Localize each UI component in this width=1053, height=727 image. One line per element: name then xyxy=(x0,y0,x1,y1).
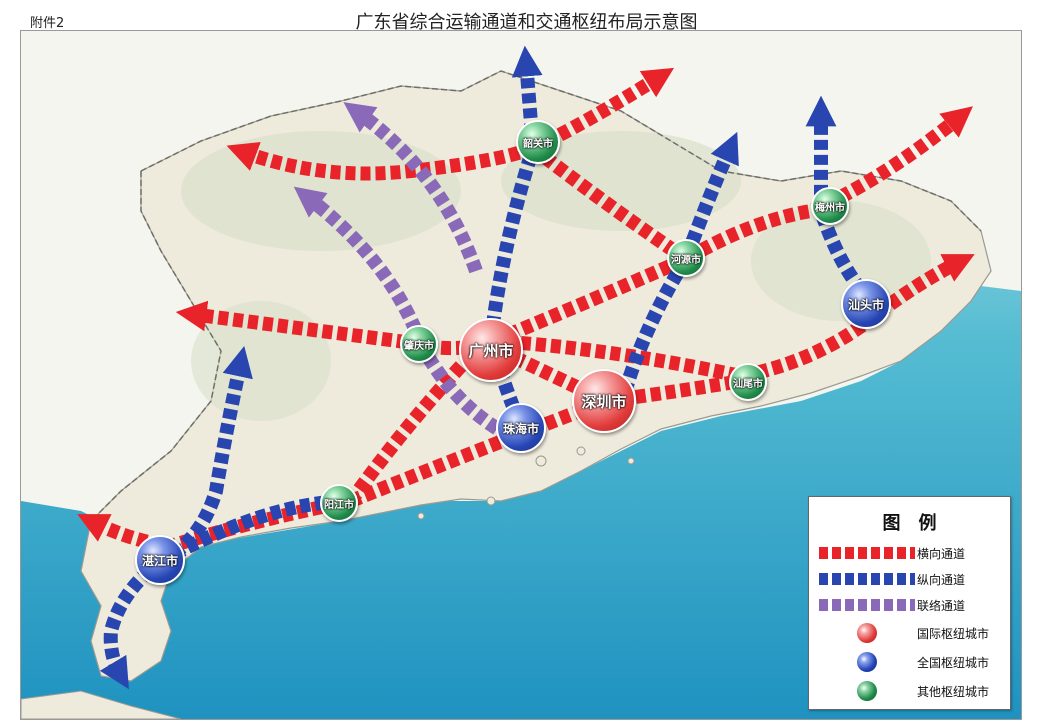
hill-shade xyxy=(181,131,461,251)
legend-label: 国际枢纽城市 xyxy=(917,626,990,641)
city-shaoguan[interactable]: 韶关市 xyxy=(516,120,560,164)
corridor-guangzhou-meizhou xyxy=(478,106,973,353)
map-title: 广东省综合运输通道和交通枢纽布局示意图 xyxy=(355,12,698,33)
corridor-shantou-meizhou xyxy=(805,95,877,306)
corridor-guangzhou-shantou xyxy=(520,254,975,384)
city-meizhou[interactable]: 梅州市 xyxy=(811,187,849,225)
international-hub-icon xyxy=(857,623,877,643)
connector-zhaoqing-zhuhai xyxy=(414,340,505,438)
city-shenzhen[interactable]: 深圳市 xyxy=(572,369,636,433)
legend-title: 图例 xyxy=(882,513,955,534)
attachment-label: 附件2 xyxy=(30,16,65,31)
legend-label: 横向通道 xyxy=(917,546,966,561)
city-yangjiang[interactable]: 阳江市 xyxy=(320,484,358,522)
city-shantou[interactable]: 汕头市 xyxy=(841,279,891,329)
city-shanwei[interactable]: 汕尾市 xyxy=(729,363,767,401)
national-hub-icon xyxy=(857,652,877,672)
city-heyuan[interactable]: 河源市 xyxy=(667,239,705,277)
map-canvas xyxy=(21,31,1021,719)
city-zhaoqing[interactable]: 肇庆市 xyxy=(400,325,438,363)
other-hub-icon xyxy=(857,681,877,701)
connector-zhaoqing-north xyxy=(293,186,428,347)
legend-label: 纵向通道 xyxy=(917,572,966,587)
corridor-guangzhou-west xyxy=(175,300,482,356)
hill-shade xyxy=(501,131,741,231)
legend-row-horizontal: 横向通道 xyxy=(817,541,1002,565)
islands xyxy=(417,446,635,520)
legend-label: 联络通道 xyxy=(917,598,966,613)
legend-row-other-hub: 其他枢纽城市 xyxy=(817,679,1002,703)
corridor-yangjiang-zhanjiang xyxy=(77,494,353,554)
province-border xyxy=(90,171,222,522)
city-zhuhai[interactable]: 珠海市 xyxy=(496,403,546,453)
map-legend: 图例 横向通道 纵向通道 联络通道 国际枢纽城市 全国枢纽城市 其他枢纽城市 xyxy=(808,496,1011,710)
legend-label: 全国枢纽城市 xyxy=(917,655,990,670)
city-guangzhou[interactable]: 广州市 xyxy=(459,318,523,382)
legend-row-vertical: 纵向通道 xyxy=(817,567,1002,591)
corridor-shaoguan-northeast xyxy=(530,67,675,155)
corridor-zhanjiang-north xyxy=(157,345,253,568)
corridor-yangjiang-shenzhen xyxy=(348,394,609,508)
vertical-corridor-swatch xyxy=(819,573,915,585)
hainan-land xyxy=(21,690,182,719)
legend-row-connector: 联络通道 xyxy=(817,593,1002,617)
horizontal-corridor-swatch xyxy=(819,547,915,559)
legend-row-national-hub: 全国枢纽城市 xyxy=(817,650,1002,674)
corridor-shenzhen-heyuan xyxy=(614,131,739,408)
city-zhanjiang[interactable]: 湛江市 xyxy=(135,535,185,585)
connector-corridor-swatch xyxy=(819,599,915,611)
legend-label: 其他枢纽城市 xyxy=(917,684,990,699)
horizontal-corridors xyxy=(77,67,975,554)
legend-row-international-hub: 国际枢纽城市 xyxy=(817,621,1002,645)
map-panel: 广州市 深圳市 珠海市 汕头市 湛江市 韶关市 河源市 梅州市 肇庆市 汕尾市 … xyxy=(20,30,1022,720)
connector-corridors xyxy=(293,102,505,438)
corridor-shaoguan-west xyxy=(226,141,536,181)
